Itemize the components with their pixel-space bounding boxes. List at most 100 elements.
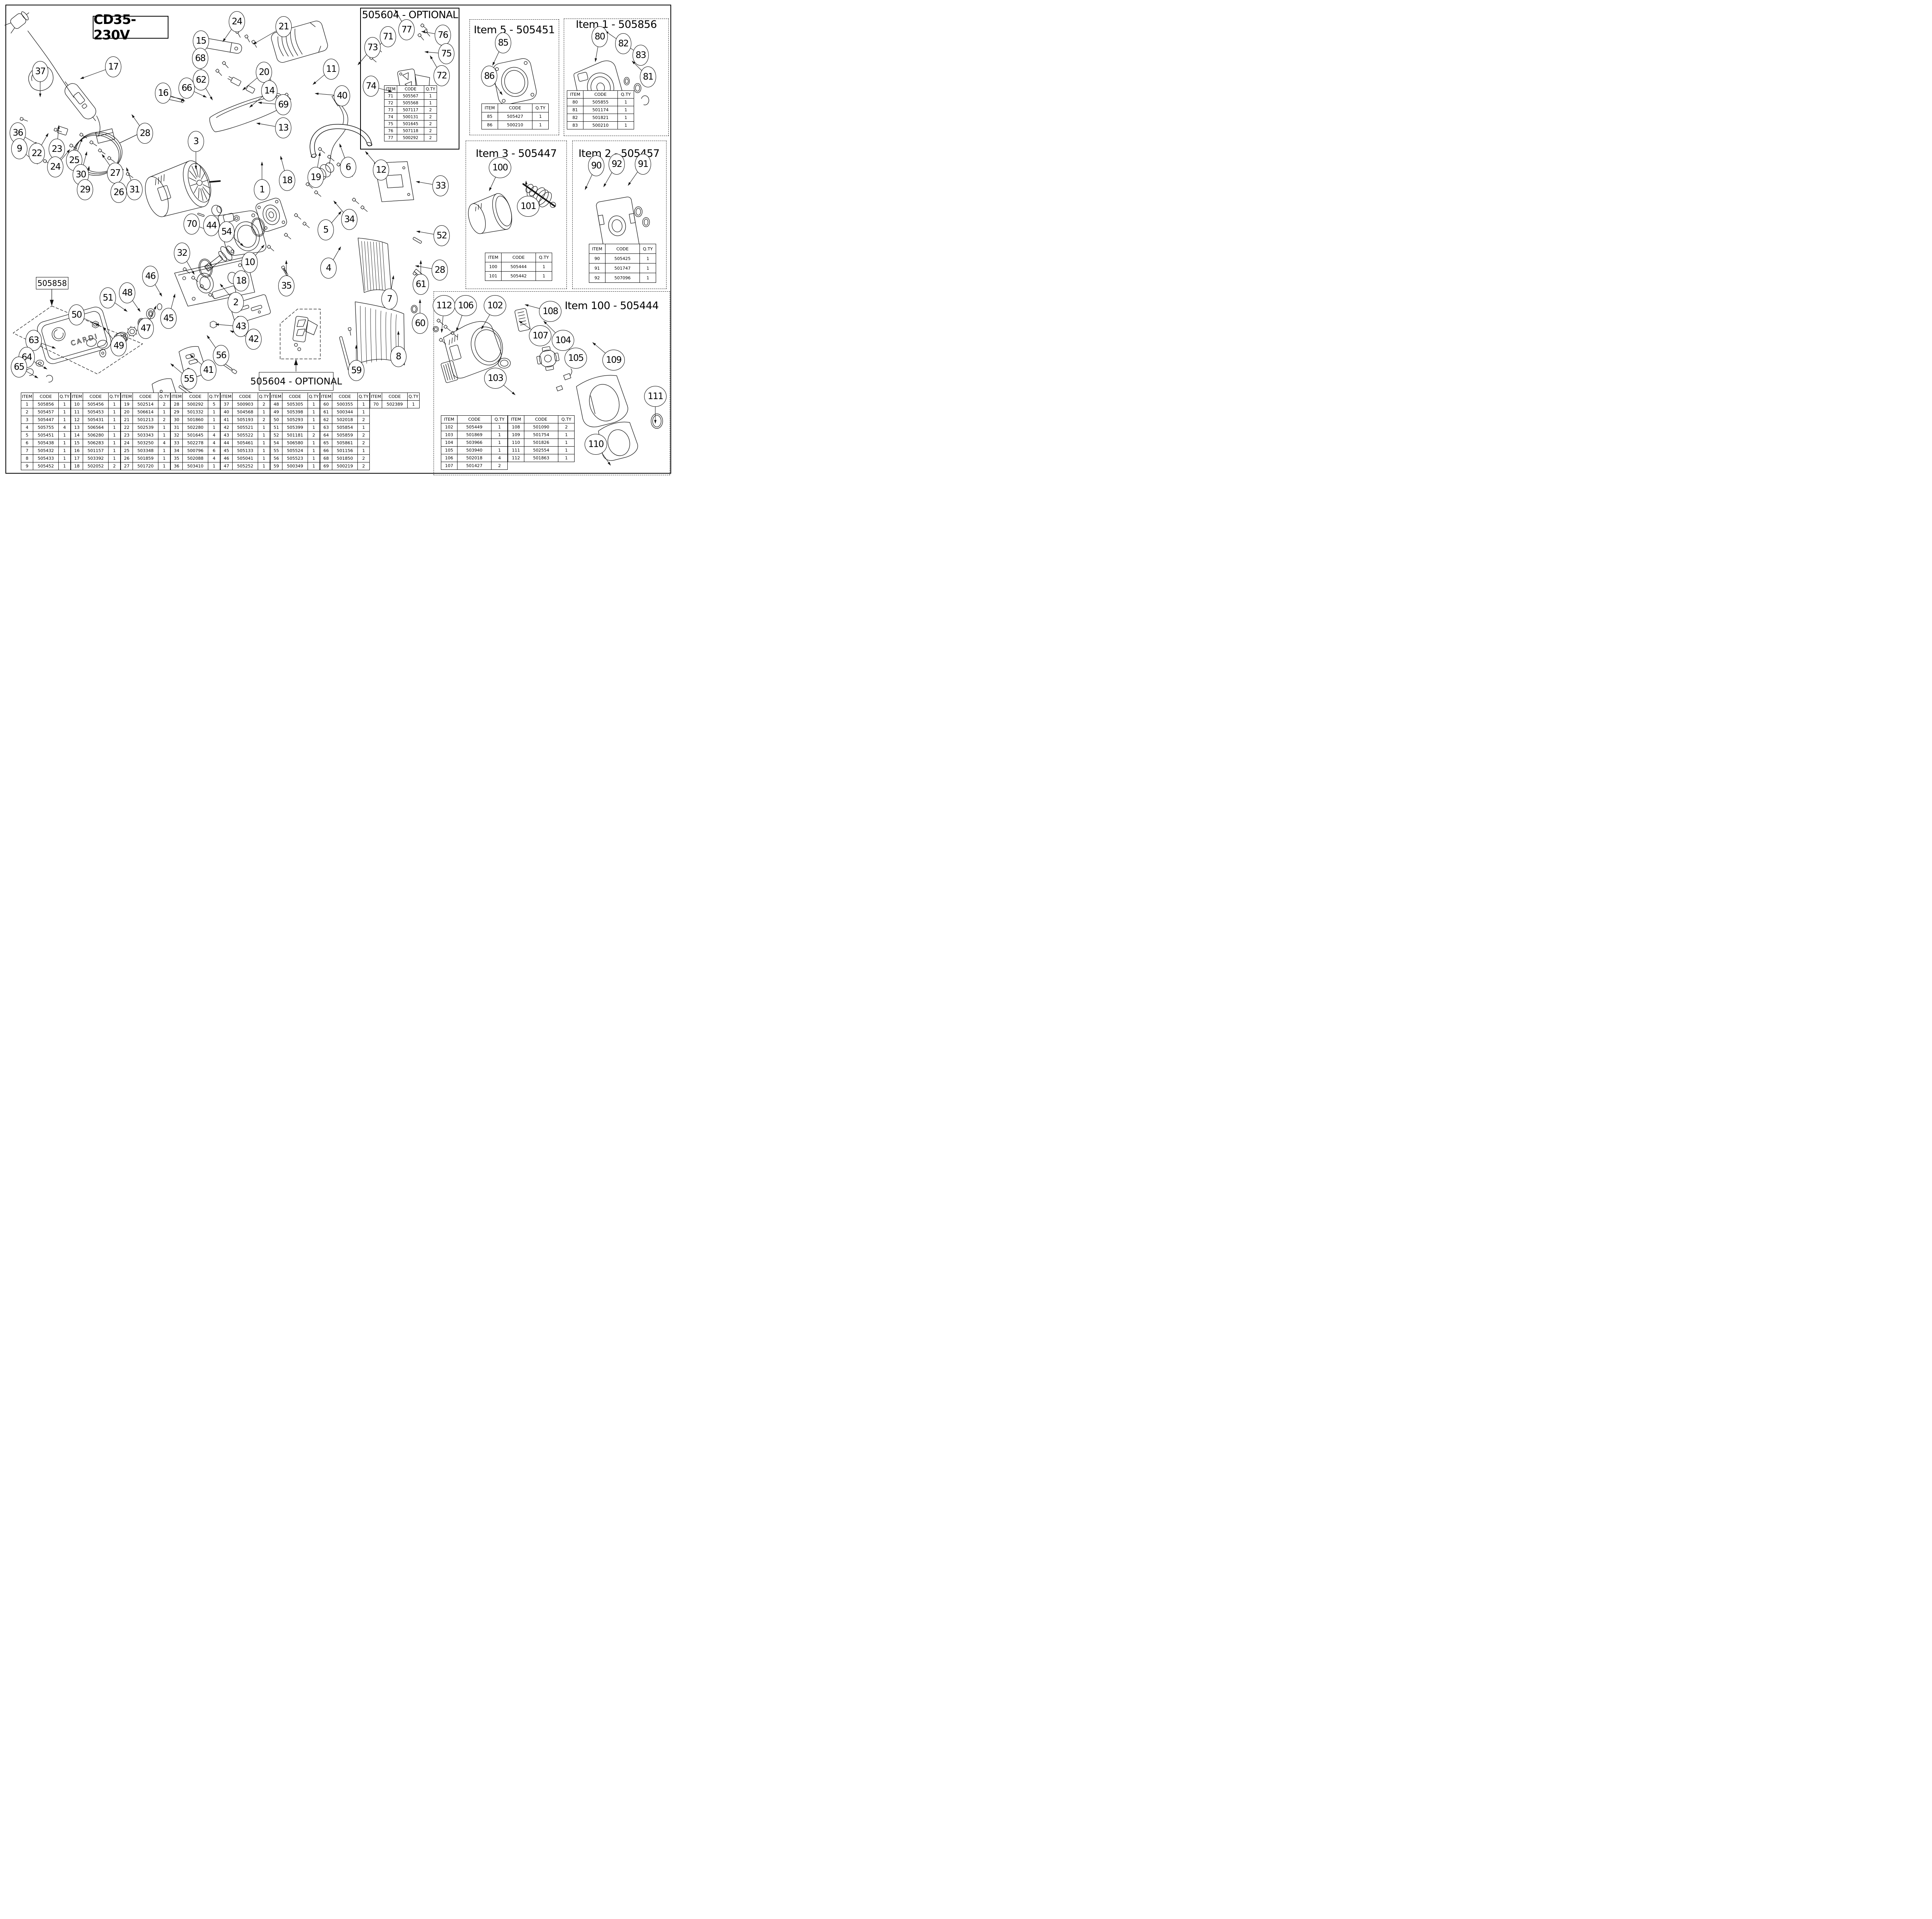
col-item: 30: [170, 416, 183, 424]
col-qty: 1: [307, 447, 320, 455]
col-qty: 1: [108, 431, 121, 439]
col-code: 500219: [332, 462, 358, 470]
drawing-frame: [5, 5, 671, 474]
col-code: 501747: [605, 263, 640, 273]
col-item: 42: [220, 423, 233, 432]
col-item: 75: [384, 120, 397, 127]
col-item: 26: [121, 454, 133, 462]
col-item: 15: [71, 439, 83, 447]
col-qty: 1: [257, 439, 270, 447]
callout-40: 40: [334, 85, 350, 106]
callout-41: 41: [200, 360, 216, 381]
col-code: 501157: [82, 447, 109, 455]
col-code: 505193: [232, 416, 258, 424]
col-qty: 1: [108, 439, 121, 447]
col-item: 68: [320, 454, 332, 462]
col-item: 64: [320, 431, 332, 439]
col-qty: 1: [639, 273, 656, 283]
col-item: 108: [508, 423, 524, 431]
col-qty: 1: [207, 416, 221, 424]
col-code: CODE: [82, 393, 109, 401]
callout-108: 108: [539, 301, 561, 322]
label-optional-bottom: 505604 - OPTIONAL: [250, 372, 342, 391]
col-qty: 1: [357, 408, 370, 416]
col-item: 52: [270, 431, 282, 439]
col-qty: 1: [617, 98, 634, 106]
col-qty: 2: [307, 431, 320, 439]
callout-6: 6: [340, 157, 356, 178]
col-item: 71: [384, 92, 397, 100]
callout-48: 48: [119, 282, 135, 303]
col-qty: 1: [108, 423, 121, 432]
col-code: 505523: [282, 454, 308, 462]
callout-4: 4: [320, 258, 337, 279]
drawing-title: CD35-230V: [94, 12, 136, 43]
col-item: 35: [170, 454, 183, 462]
callout-90: 90: [588, 155, 604, 176]
callout-102: 102: [484, 295, 506, 316]
callout-85: 85: [495, 32, 511, 53]
col-item: 61: [320, 408, 332, 416]
col-qty: 2: [424, 120, 437, 127]
col-item: ITEM: [508, 415, 524, 423]
col-qty: 2: [158, 400, 171, 408]
panel-optional-title: 505604 - OPTIONAL: [362, 9, 458, 21]
col-code: 502389: [381, 400, 408, 408]
callout-10: 10: [242, 252, 258, 273]
callout-55: 55: [181, 369, 197, 389]
callout-50: 50: [68, 304, 85, 325]
col-code: 501156: [332, 447, 358, 455]
col-qty: 1: [158, 454, 171, 462]
callout-83: 83: [633, 45, 649, 66]
col-item: 101: [485, 271, 502, 281]
col-item: 107: [441, 462, 457, 470]
col-qty: 4: [207, 439, 221, 447]
col-item: 5: [21, 431, 33, 439]
col-code: 505252: [232, 462, 258, 470]
col-code: CODE: [396, 85, 425, 93]
col-item: 46: [220, 454, 233, 462]
col-qty: 1: [307, 416, 320, 424]
panel-item100: [434, 291, 670, 475]
col-qty: 2: [424, 106, 437, 114]
col-qty: Q.TY: [617, 90, 634, 99]
col-item: 17: [71, 454, 83, 462]
col-qty: 4: [58, 423, 71, 432]
col-qty: Q.TY: [357, 393, 370, 401]
col-item: 59: [270, 462, 282, 470]
callout-11: 11: [323, 59, 339, 80]
col-item: ITEM: [121, 393, 133, 401]
callout-13: 13: [275, 117, 291, 138]
callout-49: 49: [111, 335, 127, 356]
col-qty: 1: [158, 447, 171, 455]
col-code: 501863: [524, 454, 559, 462]
callout-75: 75: [438, 43, 454, 64]
col-code: 501859: [132, 454, 158, 462]
col-qty: 1: [108, 408, 121, 416]
